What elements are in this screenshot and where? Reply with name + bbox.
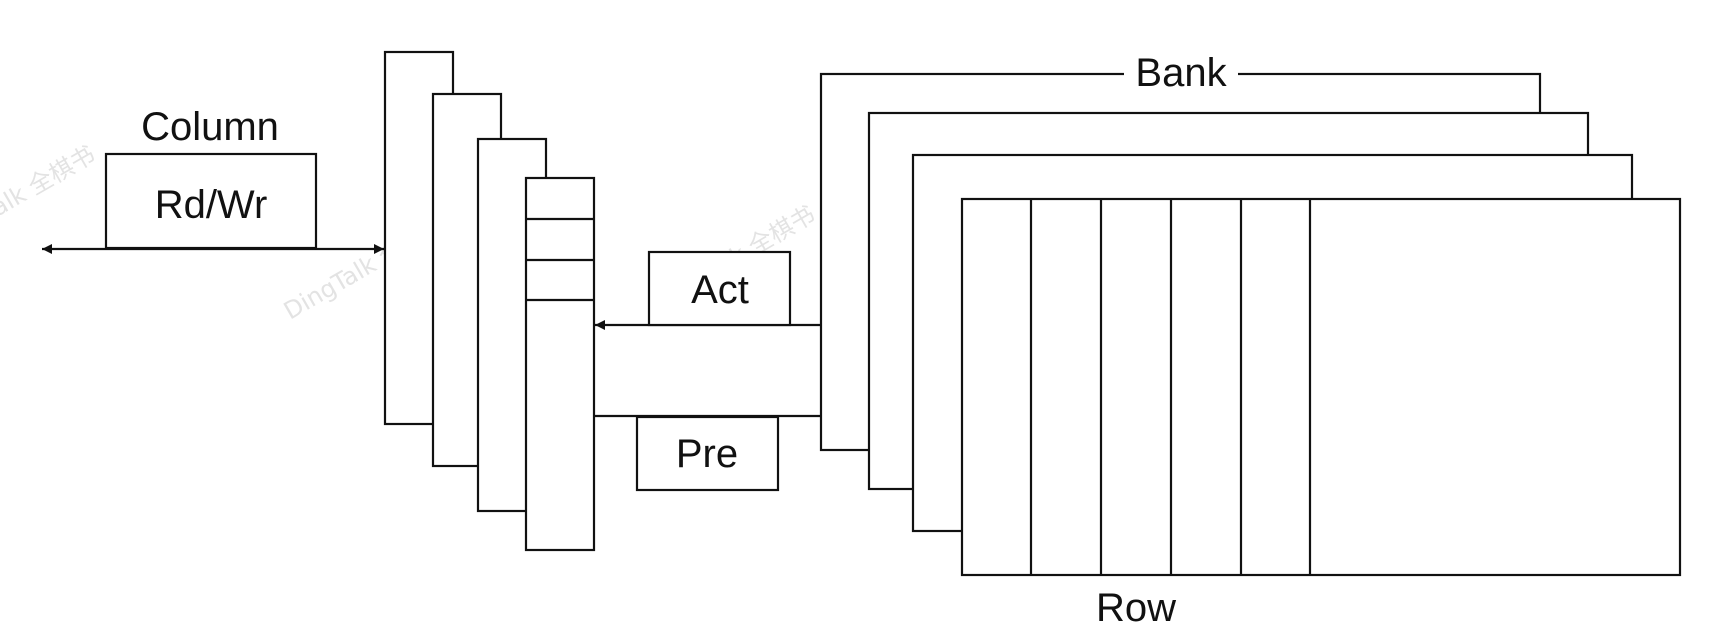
- row-label: Row: [1096, 586, 1176, 630]
- bank-stack: [819, 72, 1682, 577]
- pre-label: Pre: [676, 432, 738, 476]
- memory-array-panel: [960, 197, 1682, 577]
- row-buffer-stack: [383, 50, 596, 552]
- bank-label-mask: [1124, 58, 1238, 92]
- rdwr-box: [104, 152, 318, 250]
- sense-amplifier-panel: [524, 176, 596, 552]
- column-label: Column: [141, 105, 279, 149]
- pre-box: [635, 415, 780, 492]
- act-box: [647, 250, 792, 327]
- watermark-text: DingTalk 全棋书: [0, 140, 100, 255]
- bank-label: Bank: [1135, 51, 1227, 95]
- rdwr-label: Rd/Wr: [155, 183, 268, 227]
- act-label: Act: [691, 268, 749, 312]
